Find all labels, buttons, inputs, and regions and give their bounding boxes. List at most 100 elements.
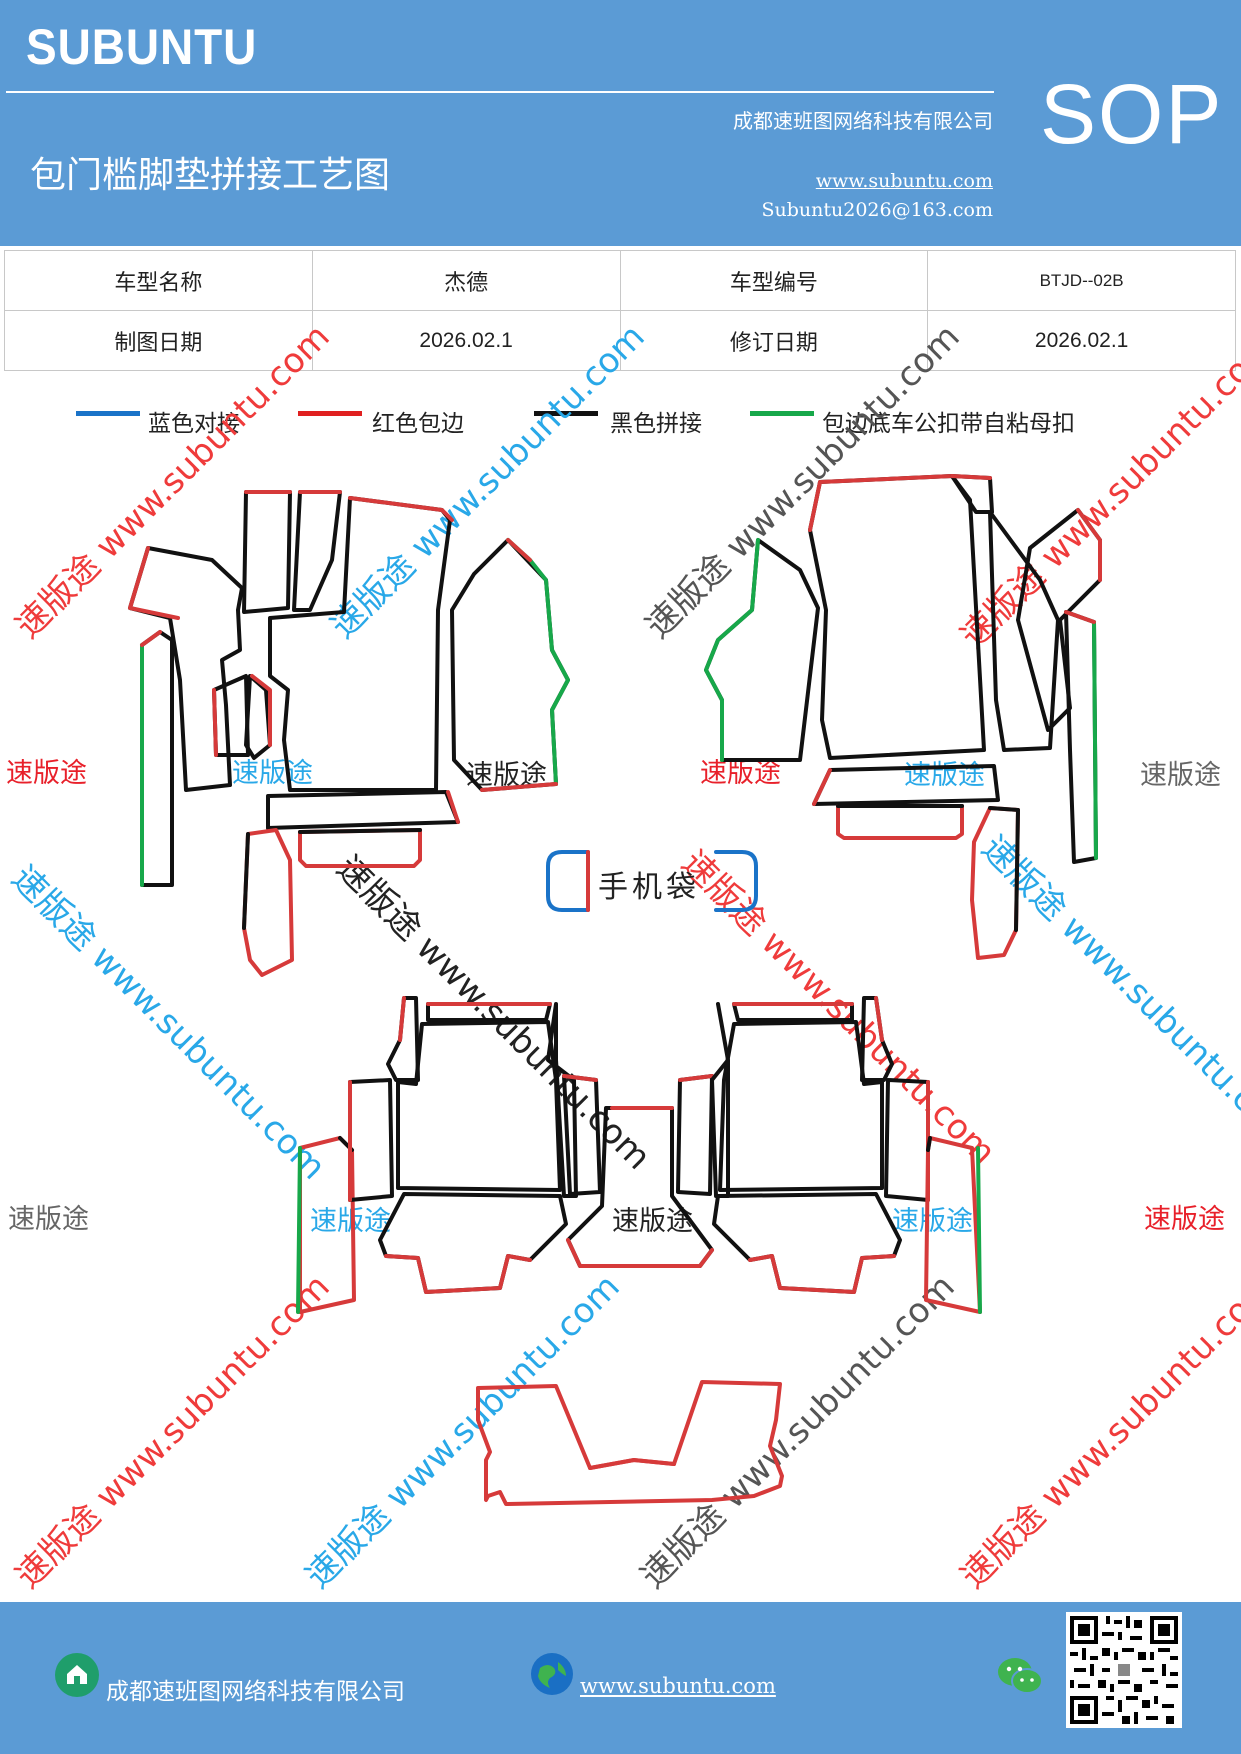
legend-swatch-red bbox=[298, 411, 362, 416]
wechat-icon[interactable] bbox=[996, 1654, 1044, 1698]
watermark-text: 速版途 www.subuntu.com bbox=[953, 327, 1241, 657]
revise-date-label: 修订日期 bbox=[619, 310, 929, 371]
mat-edge-green bbox=[1092, 620, 1098, 860]
mat-edge-red bbox=[1076, 508, 1102, 582]
legend-label: 黑色拼接 bbox=[610, 411, 702, 437]
mat-piece bbox=[212, 674, 250, 757]
legend-label: 包边底车公扣带自粘母扣 bbox=[822, 411, 1075, 437]
brand-mark: 速版途 bbox=[1144, 1204, 1225, 1235]
footer-band: 成都速班图网络科技有限公司 www.subuntu.com bbox=[0, 1602, 1241, 1754]
footer-website-link[interactable]: www.subuntu.com bbox=[580, 1674, 776, 1698]
brand-mark-layer: 速版途 速版途 速版途 速版途 速版途 速版途 速版途 速版途 速版途 速版途 … bbox=[6, 758, 1225, 1237]
watermark-text: 速版途 www.subuntu.com bbox=[953, 1267, 1241, 1597]
mat-edge-red bbox=[812, 768, 832, 806]
table-row: 车型名称 杰德 车型编号 BTJD--02B bbox=[4, 250, 1236, 311]
draw-date-label: 制图日期 bbox=[4, 310, 313, 371]
mat-edge-black bbox=[988, 806, 1020, 932]
vehicle-info-table: 车型名称 杰德 车型编号 BTJD--02B 制图日期 2026.02.1 修订… bbox=[4, 250, 1236, 371]
qr-code-pattern bbox=[1070, 1616, 1178, 1724]
brand-mark: 速版途 bbox=[8, 1204, 89, 1235]
brand-mark: 速版途 bbox=[6, 758, 87, 789]
mat-edge-green bbox=[296, 1146, 302, 1314]
mat-piece bbox=[546, 1002, 578, 1198]
legend-swatch-blue bbox=[76, 411, 140, 416]
header-company: 成都速班图网络科技有限公司 bbox=[733, 109, 993, 133]
mat-edge-green bbox=[704, 538, 760, 762]
mat-piece-wrap bbox=[836, 804, 964, 840]
mat-edge-red bbox=[562, 1074, 598, 1082]
mat-edge-red bbox=[678, 1074, 714, 1082]
mat-edge-red bbox=[384, 1254, 532, 1294]
mat-edge-red bbox=[446, 790, 460, 824]
header-email: Subuntu2026@163.com bbox=[761, 199, 993, 221]
trunk-mat bbox=[476, 1380, 784, 1506]
watermark-text: 速版途 www.subuntu.com bbox=[638, 317, 968, 647]
mat-piece bbox=[450, 538, 570, 792]
front-right-mat-group bbox=[704, 474, 1102, 960]
mat-piece bbox=[242, 490, 292, 614]
legend-swatch-green bbox=[750, 411, 814, 416]
mat-edge-red bbox=[506, 538, 532, 562]
mat-edge-red bbox=[874, 996, 884, 1042]
watermark-layer: 速版途 www.subuntu.com 速版途 www.subuntu.com … bbox=[4, 317, 1241, 1597]
color-legend: 蓝色对接 红色包边 黑色拼接 包边底车公扣带自粘母扣 bbox=[0, 400, 1241, 440]
model-name-label: 车型名称 bbox=[4, 250, 313, 311]
mat-piece bbox=[244, 674, 272, 760]
mat-edge-red bbox=[566, 1238, 714, 1268]
mat-piece bbox=[266, 790, 460, 830]
table-row: 制图日期 2026.02.1 修订日期 2026.02.1 bbox=[4, 310, 1236, 371]
mat-edge-red bbox=[748, 1254, 896, 1294]
mat-piece bbox=[140, 630, 174, 887]
brand-mark: 速版途 bbox=[310, 1206, 391, 1237]
qr-code bbox=[1066, 1612, 1182, 1728]
mat-piece bbox=[396, 1020, 562, 1192]
mat-edge-red bbox=[398, 996, 406, 1042]
brand-mark: 速版途 bbox=[612, 1206, 693, 1237]
mat-edge-green bbox=[506, 538, 570, 786]
mat-piece bbox=[712, 1192, 902, 1294]
mat-edge-green bbox=[976, 1146, 982, 1314]
footer-company: 成都速班图网络科技有限公司 bbox=[106, 1679, 405, 1705]
watermark-text: 速版途 www.subuntu.com bbox=[8, 1267, 338, 1597]
mat-edge-red bbox=[348, 496, 454, 522]
globe-icon bbox=[531, 1653, 573, 1695]
legend-swatch-black bbox=[534, 411, 598, 416]
mat-piece bbox=[292, 490, 342, 612]
mat-edge-red bbox=[808, 474, 954, 532]
document-title: 包门槛脚垫拼接工艺图 bbox=[30, 155, 391, 196]
phone-bag: 手机袋 bbox=[546, 850, 758, 912]
mat-edge-red bbox=[128, 546, 180, 620]
mat-edge-black bbox=[242, 832, 250, 930]
mat-piece bbox=[950, 474, 994, 514]
phone-bag-label: 手机袋 bbox=[598, 870, 700, 905]
mat-edge-red bbox=[480, 782, 558, 792]
trunk-mat-notch bbox=[588, 1458, 676, 1470]
model-name-value: 杰德 bbox=[311, 250, 621, 311]
brand-mark: 速版途 bbox=[1140, 760, 1221, 791]
legend-label: 蓝色对接 bbox=[148, 411, 240, 437]
company-home-icon bbox=[55, 1653, 99, 1697]
model-code-label: 车型编号 bbox=[619, 250, 929, 311]
front-left-mat-group bbox=[128, 490, 570, 977]
header-website-link[interactable]: www.subuntu.com bbox=[815, 170, 993, 192]
revise-date-value: 2026.02.1 bbox=[927, 310, 1236, 371]
brand-mark: 速版途 bbox=[892, 1206, 973, 1237]
watermark-text: 速版途 www.subuntu.com bbox=[974, 828, 1241, 1158]
mat-edge-black bbox=[298, 828, 422, 834]
mat-edge-red bbox=[250, 674, 272, 747]
mat-piece bbox=[1064, 610, 1098, 864]
mat-edge-red bbox=[1064, 610, 1096, 624]
mat-edge-black bbox=[926, 1136, 932, 1152]
draw-date-value: 2026.02.1 bbox=[311, 310, 621, 371]
mat-piece bbox=[348, 1078, 394, 1202]
watermark-text: 速版途 www.subuntu.com bbox=[298, 1267, 628, 1597]
rear-mat-group bbox=[296, 996, 982, 1314]
mat-piece bbox=[378, 1192, 568, 1294]
mat-piece-wrap bbox=[242, 828, 294, 977]
header-divider bbox=[6, 91, 994, 93]
phone-bag-left-edge bbox=[546, 850, 590, 912]
brand-mark: 速版途 bbox=[700, 758, 781, 789]
model-code-value: BTJD--02B bbox=[927, 250, 1236, 311]
sop-label: SOP bbox=[1040, 67, 1224, 161]
